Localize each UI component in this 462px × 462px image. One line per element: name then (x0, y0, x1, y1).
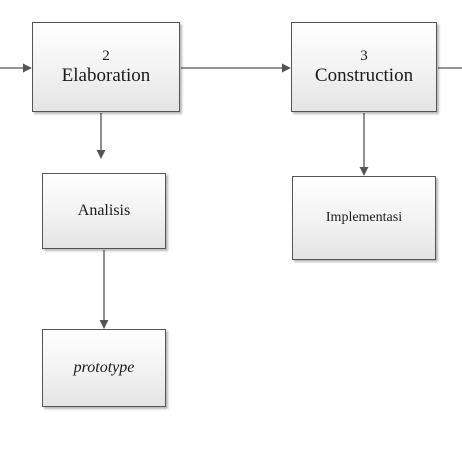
phase-number: 2 (102, 47, 110, 64)
phase-title: Construction (314, 64, 414, 86)
phase-title: Elaboration (61, 64, 151, 86)
activity-label: Implementasi (325, 210, 403, 225)
phase-box-construction: 3 Construction (291, 22, 437, 112)
activity-box-implementasi: Implementasi (292, 176, 436, 260)
activity-label: prototype (73, 359, 135, 376)
activity-box-prototype: prototype (42, 329, 166, 407)
phase-number: 3 (360, 47, 368, 64)
activity-label: Analisis (77, 202, 131, 219)
activity-box-analisis: Analisis (42, 173, 166, 249)
phase-box-elaboration: 2 Elaboration (32, 22, 180, 112)
